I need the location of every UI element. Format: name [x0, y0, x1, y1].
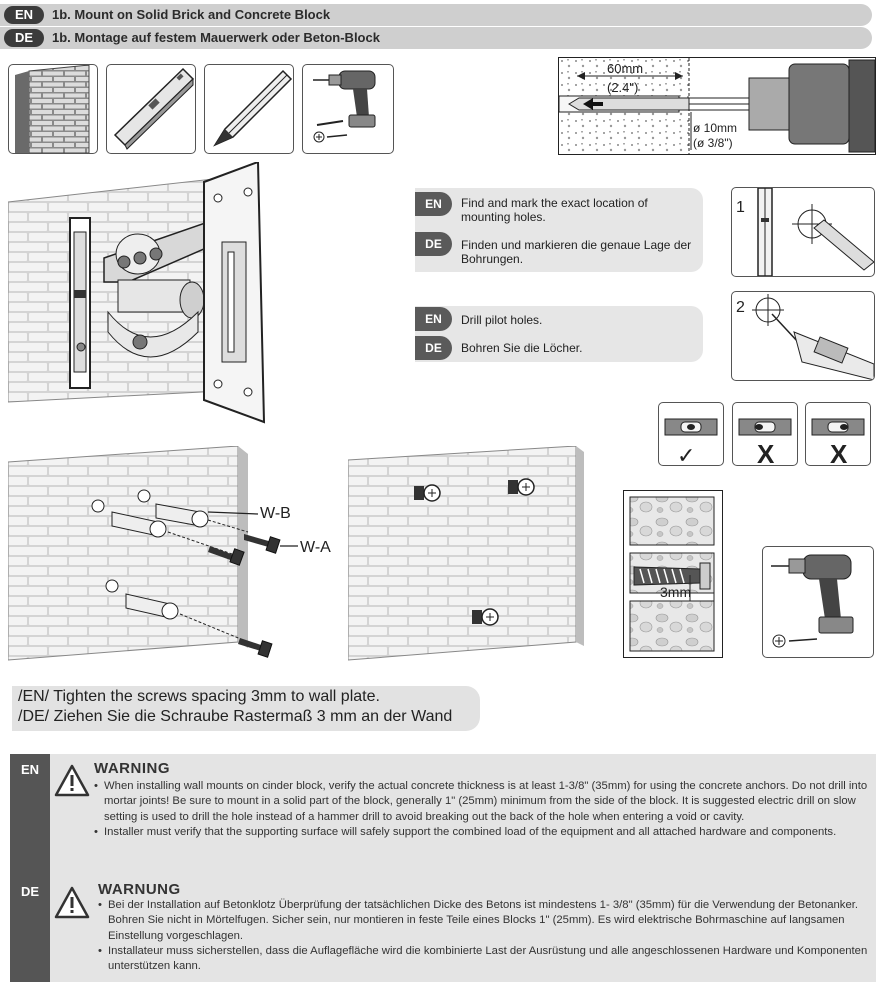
warning-de-tag: DE [10, 876, 50, 982]
warning-en-list: When installing wall mounts on cinder bl… [94, 779, 884, 840]
drill-diameter-label: ø 10mm [693, 121, 737, 135]
drill-depth-diagram: 60mm (2.4") ø 10mm (ø 3/8") [558, 57, 876, 155]
tool-drill-tile [302, 64, 394, 154]
warning-de-panel: DE WARNUNG Bei der Installation auf Beto… [10, 876, 876, 982]
tighten-note-de: /DE/ Ziehen Sie die Schraube Rastermaß 3… [18, 708, 453, 725]
step1-de-tag: DE [415, 232, 452, 256]
step1-de-text: Finden und markieren die genaue Lage der… [461, 238, 692, 266]
section-title-en: 1b. Mount on Solid Brick and Concrete Bl… [52, 7, 331, 22]
lang-tag-en: EN [4, 6, 44, 24]
tool-pencil-tile [204, 64, 294, 154]
step-drill-holes: EN Drill pilot holes. DE Bohren Sie die … [415, 306, 703, 362]
header-de: DE 1b. Montage auf festem Mauerwerk oder… [0, 27, 872, 49]
step1-number: 1 [736, 199, 745, 216]
tool-level-tile [106, 64, 196, 154]
screwdriver-drill-icon [771, 554, 854, 648]
warning-en-panel: EN WARNING When installing wall mounts o… [10, 754, 876, 876]
warning-triangle-icon [54, 764, 90, 797]
spacing-label: 3mm [660, 584, 691, 600]
step2-en-text: Drill pilot holes. [461, 313, 543, 327]
tighten-note-en: /EN/ Tighten the screws spacing 3mm to w… [18, 688, 380, 705]
level-check-tilt-left: X [732, 402, 798, 466]
level-check-tilt-right: X [805, 402, 871, 466]
step2-de-text: Bohren Sie die Löcher. [461, 341, 583, 355]
level-check-fail-mark-1: X [757, 439, 775, 465]
tool-brick-wall-tile [8, 64, 98, 154]
step2-de-tag: DE [415, 336, 452, 360]
spirit-level-icon [113, 67, 195, 150]
screw-label-wa: W-A [300, 539, 331, 556]
anchor-insertion-illustration: W-B W-A [7, 445, 338, 666]
step2-number: 2 [736, 299, 745, 316]
drill-diameter-inch-label: (ø 3/8") [693, 136, 733, 150]
pencil-icon [213, 69, 293, 147]
level-check-ok-mark: ✓ [677, 443, 695, 465]
drill-depth-label: 60mm [607, 61, 643, 76]
wall-plate-illustration [7, 160, 270, 430]
tighten-note: /EN/ Tighten the screws spacing 3mm to w… [12, 686, 480, 731]
level-check-fail-mark-2: X [830, 439, 848, 465]
step-find-mark: EN Find and mark the exact location of m… [415, 188, 703, 272]
anchor-label-wb: W-B [260, 505, 291, 522]
warning-de-list: Bei der Installation auf Betonklotz Über… [98, 898, 884, 974]
lang-tag-de: DE [4, 29, 44, 47]
step2-en-tag: EN [415, 307, 452, 331]
step2-drill-sketch: 2 [731, 291, 875, 381]
step1-en-text: Find and mark the exact location of moun… [461, 196, 648, 224]
power-drill-icon [313, 70, 376, 143]
section-title-de: 1b. Montage auf festem Mauerwerk oder Be… [52, 30, 380, 45]
warning-de-item: Installateur muss sicherstellen, dass di… [98, 944, 884, 975]
level-check-ok: ✓ [658, 402, 724, 466]
tool-screwdriver-tile [762, 546, 874, 658]
step1-mark-sketch: 1 [731, 187, 875, 277]
warning-en-item: When installing wall mounts on cinder bl… [94, 779, 884, 825]
warning-en-tag: EN [10, 754, 50, 876]
spacing-cross-section: 3mm [623, 490, 723, 658]
drill-depth-inch-label: (2.4") [607, 80, 638, 95]
warning-triangle-icon [54, 886, 90, 919]
step1-en-tag: EN [415, 192, 452, 216]
header-en: EN 1b. Mount on Solid Brick and Concrete… [0, 4, 872, 26]
brick-wall-icon [15, 65, 90, 153]
warning-de-title: WARNUNG [98, 881, 181, 898]
screws-installed-illustration [347, 445, 584, 662]
warning-en-title: WARNING [94, 760, 170, 777]
warning-en-item: Installer must verify that the supportin… [94, 825, 884, 841]
warning-de-item: Bei der Installation auf Betonklotz Über… [98, 898, 884, 944]
